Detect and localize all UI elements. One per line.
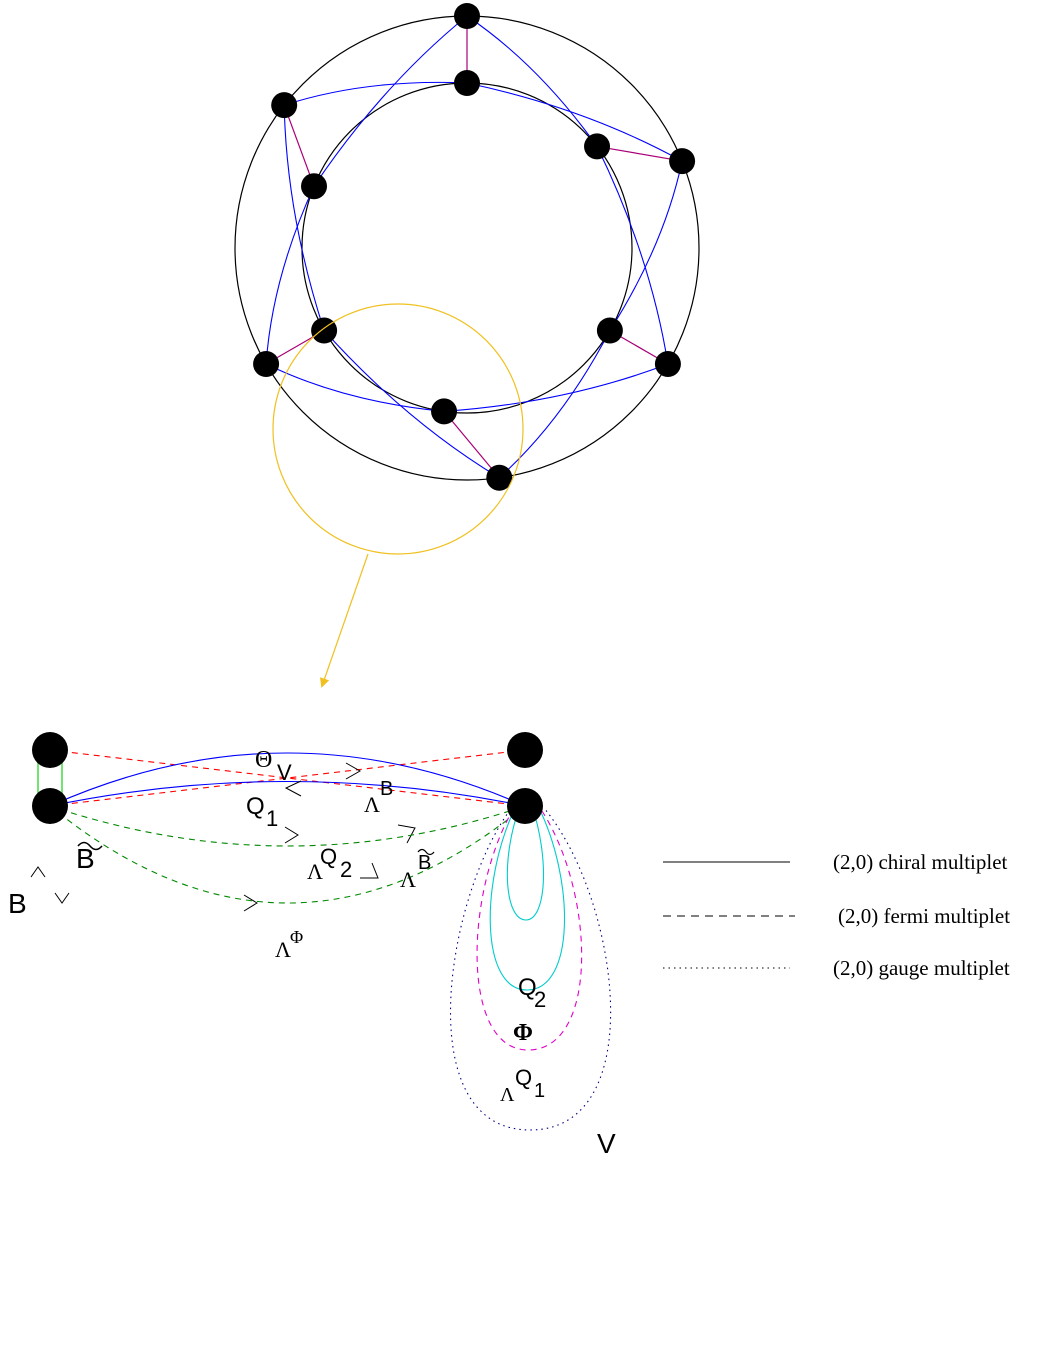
quiver-node bbox=[596, 317, 623, 344]
quiver-node bbox=[454, 70, 480, 96]
label-lambda-q1: Λ bbox=[500, 1084, 515, 1106]
label-lambda-q2-sub: 2 bbox=[340, 857, 352, 882]
legend-gauge-label: (2,0) gauge multiplet bbox=[833, 956, 1010, 980]
chiral-arc bbox=[265, 185, 315, 365]
zoom-circle bbox=[272, 303, 524, 555]
chiral-arc bbox=[443, 363, 669, 412]
node-top-right bbox=[507, 732, 543, 768]
chiral-arc bbox=[265, 363, 445, 412]
legend-fermi-label: (2,0) fermi multiplet bbox=[838, 904, 1010, 928]
node-bottom-right bbox=[507, 788, 543, 824]
label-lambda-q1-sub: 1 bbox=[534, 1080, 545, 1102]
quiver-node bbox=[654, 351, 681, 377]
quiver-node bbox=[431, 398, 458, 425]
label-lambda-q1-sup: Q bbox=[515, 1065, 532, 1090]
chiral-arc bbox=[283, 105, 325, 331]
loop-q2-inner bbox=[506, 805, 545, 921]
arrow-lambda-btilde bbox=[360, 862, 379, 879]
quiver-node bbox=[486, 464, 513, 491]
label-phi: Φ bbox=[513, 1020, 533, 1046]
label-q2: Q bbox=[518, 974, 537, 1001]
quiver-node bbox=[253, 351, 280, 377]
chiral-arc bbox=[313, 15, 468, 187]
loop-gauge-v bbox=[450, 807, 612, 1131]
tilde-b bbox=[77, 841, 103, 851]
label-q1-sub: 1 bbox=[266, 806, 278, 831]
chiral-arc bbox=[498, 330, 611, 479]
node-bottom-left bbox=[32, 788, 68, 824]
label-b-tilde: B bbox=[76, 843, 95, 874]
arrow-b bbox=[30, 866, 46, 878]
chiral-arc bbox=[323, 330, 500, 479]
arrow-lambda-phi bbox=[243, 894, 258, 912]
fermi-edge-lambda-b bbox=[49, 749, 526, 807]
legend: (2,0) chiral multiplet (2,0) fermi multi… bbox=[663, 850, 1010, 980]
radial-edge bbox=[596, 145, 683, 162]
chiral-arcs bbox=[265, 15, 683, 479]
detail-diagram: B B Λ B Λ B Θ V Q 1 Λ Q 2 Λ Φ Q 2 Φ Λ Q … bbox=[8, 732, 616, 1159]
loop-q2-outer bbox=[489, 805, 565, 991]
quiver-node bbox=[301, 173, 328, 200]
quiver-node bbox=[454, 3, 480, 29]
fermi-edge-lambda-q2 bbox=[49, 805, 526, 847]
label-lambda-phi-sup: Φ bbox=[290, 927, 303, 947]
chiral-arc bbox=[596, 146, 669, 365]
tilde-lambda-btilde bbox=[417, 848, 435, 856]
chiral-arc bbox=[466, 82, 683, 162]
quiver-node bbox=[669, 148, 696, 175]
zoom-arrow bbox=[319, 553, 369, 688]
arrow-btilde bbox=[54, 892, 70, 904]
label-lambda-q2-sup: Q bbox=[320, 844, 337, 869]
quiver-node bbox=[584, 133, 611, 160]
fermi-edge-lambda-btilde bbox=[49, 749, 526, 807]
label-lambda-btilde-sup: B bbox=[418, 852, 431, 874]
circular-quiver bbox=[234, 3, 700, 491]
chiral-arc bbox=[609, 160, 683, 331]
arrow-q1 bbox=[284, 780, 302, 797]
label-theta-sub: V bbox=[277, 760, 292, 785]
arrow-lambda-q2 bbox=[284, 826, 299, 844]
inner-ring bbox=[301, 82, 633, 414]
arrow-lambda-b bbox=[397, 824, 416, 844]
quiver-node bbox=[311, 317, 338, 344]
chiral-edge-q1 bbox=[49, 780, 526, 807]
label-lambda-b: Λ bbox=[364, 792, 380, 817]
radial-edge bbox=[283, 104, 315, 187]
label-q2-sub: 2 bbox=[534, 987, 546, 1012]
label-b: B bbox=[8, 888, 27, 919]
legend-chiral-label: (2,0) chiral multiplet bbox=[833, 850, 1008, 874]
label-q1: Q bbox=[246, 793, 265, 820]
quiver-node bbox=[271, 92, 298, 119]
loop-phi bbox=[476, 807, 583, 1051]
arrow-theta-v bbox=[345, 762, 362, 780]
chiral-edge-theta-v bbox=[49, 752, 526, 807]
label-v: V bbox=[597, 1128, 616, 1159]
label-lambda-phi: Λ bbox=[275, 937, 291, 962]
label-theta: Θ bbox=[255, 747, 272, 773]
chiral-arc bbox=[466, 15, 598, 147]
label-lambda-btilde: Λ bbox=[400, 867, 416, 892]
chiral-arc bbox=[284, 81, 468, 106]
label-lambda-q2: Λ bbox=[307, 859, 323, 884]
radial-edge bbox=[443, 411, 500, 479]
label-lambda-b-sup: B bbox=[380, 778, 393, 800]
fermi-edge-lambda-phi bbox=[49, 805, 526, 904]
quiver-nodes bbox=[253, 3, 696, 491]
node-top-left bbox=[32, 732, 68, 768]
